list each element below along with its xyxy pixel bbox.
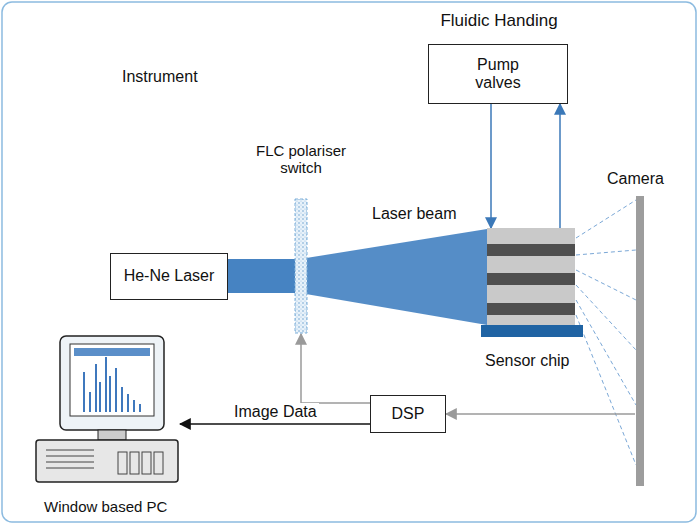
chip-layer — [487, 273, 575, 285]
drive-slot — [46, 450, 94, 451]
polariser-body — [295, 199, 307, 333]
chart-bar — [99, 382, 101, 412]
laser-beam-cone — [300, 229, 487, 325]
chip-layer — [487, 285, 575, 303]
chart-bar — [115, 368, 117, 412]
connector — [446, 413, 635, 415]
chart-bar — [127, 394, 129, 412]
component-label: Window based PC — [44, 498, 167, 515]
chart-bar — [95, 364, 97, 412]
camera-bar — [635, 196, 645, 486]
chip-layer — [487, 244, 575, 256]
sensor-chip: Sensor chip — [481, 228, 583, 338]
monitor — [60, 336, 164, 430]
camera-sensor — [636, 196, 644, 486]
component-label: Sensor chip — [485, 352, 570, 370]
chip-layer — [487, 228, 575, 244]
screen — [70, 344, 154, 416]
monitor-stand — [98, 430, 126, 440]
vent-slot — [118, 452, 127, 474]
laser-label: He-Ne Laser — [124, 267, 215, 285]
annotation-label: Instrument — [122, 68, 198, 86]
light-rays — [576, 200, 636, 465]
chip-substrate — [481, 325, 583, 337]
camera: Camera — [635, 196, 645, 486]
group-heading: Fluidic Handing — [429, 11, 569, 31]
connector — [559, 104, 561, 228]
chip-layers — [481, 228, 583, 338]
connector — [490, 104, 492, 228]
computer: Window based PC — [34, 334, 180, 494]
chip-layer — [487, 256, 575, 273]
chart-bar — [121, 387, 123, 412]
chart-bar — [133, 400, 135, 412]
drive-slot — [46, 468, 94, 469]
process-label: DSP — [392, 405, 425, 423]
vent-slot — [130, 452, 139, 474]
drive-slot — [46, 456, 94, 457]
drive-slot — [46, 462, 94, 463]
chip-layer — [487, 315, 575, 325]
polariser-switch: FLC polariser switch — [294, 198, 308, 334]
edge-label: Image Data — [232, 403, 319, 421]
annotation-label: Laser beam — [372, 205, 457, 223]
pc-icon — [34, 334, 180, 494]
vent-slot — [142, 452, 151, 474]
laser-box: He-Ne Laser — [110, 253, 228, 300]
chart-bar — [83, 372, 85, 412]
chart-bar — [109, 376, 111, 412]
system-unit — [36, 440, 178, 482]
chip-layer — [487, 303, 575, 315]
component-label: FLC polariser switch — [246, 142, 356, 177]
component-label: Camera — [607, 170, 664, 188]
vent-slot — [154, 452, 163, 474]
chart-bar — [105, 357, 107, 412]
connector — [301, 334, 370, 403]
laser-beam — [226, 259, 306, 293]
chart-bar — [89, 392, 91, 412]
chart-bar — [139, 404, 141, 412]
connector — [180, 423, 370, 425]
window-bar — [74, 348, 150, 356]
process-label: Pump valves — [463, 56, 533, 93]
process-box: DSP — [370, 395, 446, 433]
process-box: Fluidic HandingPump valves — [428, 44, 568, 104]
polariser-symbol — [294, 198, 308, 334]
